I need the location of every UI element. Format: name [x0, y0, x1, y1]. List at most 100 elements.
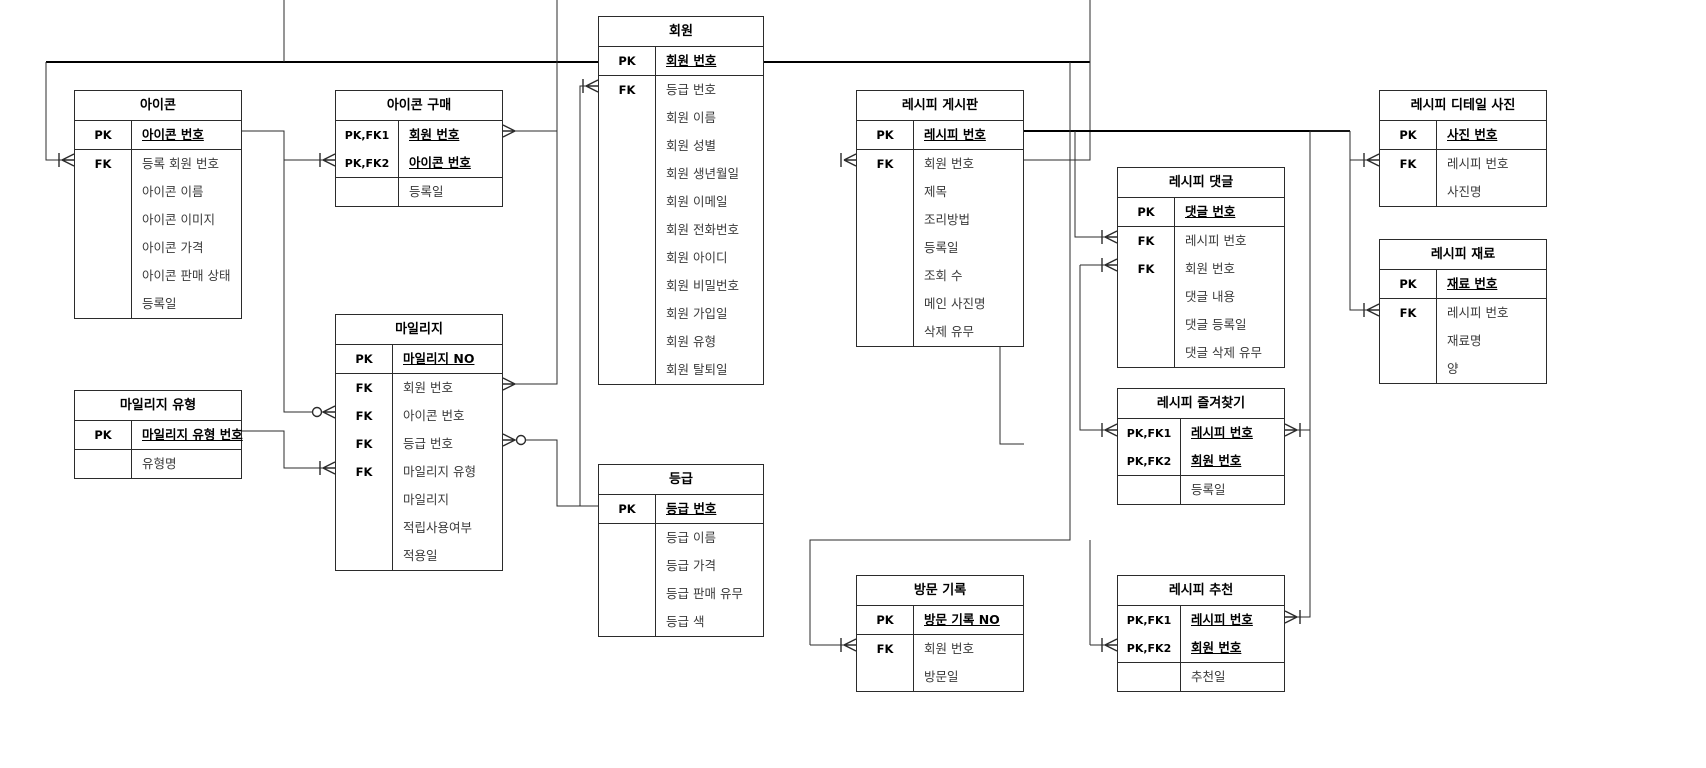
attribute-name: 사진명 — [1436, 178, 1546, 206]
key-marker: PK,FK2 — [1126, 641, 1172, 655]
attribute-row[interactable]: 등록일 — [75, 290, 241, 318]
attribute-name: 방문일 — [913, 663, 1023, 691]
attribute-name: 아이콘 번호 — [392, 402, 502, 430]
attribute-row[interactable]: 유형명 — [75, 450, 241, 478]
attribute-name: 회원 번호 — [913, 150, 1023, 178]
key-marker: FK — [94, 157, 112, 171]
key-marker: PK — [876, 613, 894, 627]
attribute-row[interactable]: 제목 — [857, 178, 1023, 206]
attribute-row[interactable]: 등급 색 — [599, 608, 763, 636]
attribute-name: 마일리지 유형 번호 — [131, 421, 243, 449]
attribute-row[interactable]: 댓글 등록일 — [1118, 311, 1284, 339]
attribute-row[interactable]: 아이콘 이름 — [75, 178, 241, 206]
attribute-row[interactable]: 회원 성별 — [599, 132, 763, 160]
attribute-row[interactable]: 회원 유형 — [599, 328, 763, 356]
attribute-row[interactable]: 조회 수 — [857, 262, 1023, 290]
attribute-name: 레시피 번호 — [1180, 419, 1284, 447]
attribute-row[interactable]: 적립사용여부 — [336, 514, 502, 542]
attribute-name: 회원 유형 — [655, 328, 763, 356]
attribute-name: 댓글 번호 — [1174, 198, 1284, 226]
attribute-row[interactable]: 회원 비밀번호 — [599, 272, 763, 300]
attribute-row[interactable]: 등록일 — [1118, 476, 1284, 504]
attribute-row[interactable]: 댓글 삭제 유무 — [1118, 339, 1284, 367]
attribute-row[interactable]: 회원 전화번호 — [599, 216, 763, 244]
attribute-row[interactable]: 조리방법 — [857, 206, 1023, 234]
attribute-name: 회원 아이디 — [655, 244, 763, 272]
attribute-row[interactable]: 메인 사진명 — [857, 290, 1023, 318]
attribute-row[interactable]: 등급 이름 — [599, 524, 763, 552]
attribute-row[interactable]: 회원 가입일 — [599, 300, 763, 328]
attribute-row[interactable]: 추천일 — [1118, 663, 1284, 691]
attribute-row[interactable]: 재료명 — [1380, 327, 1546, 355]
attribute-row[interactable]: 삭제 유무 — [857, 318, 1023, 346]
attribute-name: 등급 색 — [655, 608, 763, 636]
attribute-row[interactable]: 등급 가격 — [599, 552, 763, 580]
attribute-row[interactable]: 회원 아이디 — [599, 244, 763, 272]
attribute-row[interactable]: 아이콘 가격 — [75, 234, 241, 262]
attribute-row[interactable]: 방문일 — [857, 663, 1023, 691]
attribute-row[interactable]: 아이콘 판매 상태 — [75, 262, 241, 290]
attribute-row[interactable]: 댓글 내용 — [1118, 283, 1284, 311]
attribute-row[interactable]: 적용일 — [336, 542, 502, 570]
attribute-name: 추천일 — [1180, 663, 1284, 691]
attribute-row[interactable]: 사진명 — [1380, 178, 1546, 206]
attribute-row[interactable]: 마일리지 — [336, 486, 502, 514]
attribute-row[interactable]: 등록일 — [857, 234, 1023, 262]
attribute-row[interactable]: 아이콘 이미지 — [75, 206, 241, 234]
attribute-row[interactable]: 등급 판매 유무 — [599, 580, 763, 608]
attribute-name: 등급 번호 — [392, 430, 502, 458]
attribute-row[interactable]: 회원 이메일 — [599, 188, 763, 216]
attribute-name: 회원 번호 — [1180, 447, 1284, 475]
attribute-row[interactable]: 회원 탈퇴일 — [599, 356, 763, 384]
attribute-row[interactable]: 회원 생년월일 — [599, 160, 763, 188]
attribute-row[interactable]: 양 — [1380, 355, 1546, 383]
attribute-row[interactable]: 회원 이름 — [599, 104, 763, 132]
attribute-row[interactable]: 등록일 — [336, 178, 502, 206]
